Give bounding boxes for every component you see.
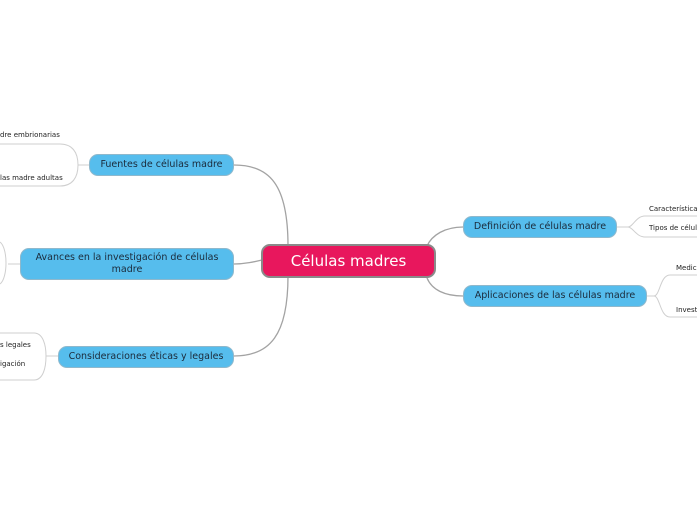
subtopic-aspectos-legales[interactable]: s legales	[0, 341, 31, 349]
subtopic-adultas[interactable]: las madre adultas	[0, 174, 63, 182]
leaf-line-avances	[0, 241, 7, 285]
topic-avances-investigacion[interactable]: Avances en la investigación de células m…	[20, 248, 234, 280]
topic-definicion-label: Definición de células madre	[473, 221, 607, 233]
subtopic-tipos-de-celulas[interactable]: Tipos de célul	[649, 224, 697, 232]
central-topic-node[interactable]: Células madres	[261, 244, 436, 278]
subtopic-embrionarias-label: dre embrionarias	[0, 131, 60, 139]
topic-consideraciones-eticas[interactable]: Consideraciones éticas y legales	[58, 346, 234, 368]
subtopic-investigacion[interactable]: igación	[0, 360, 25, 368]
subtopic-embrionarias[interactable]: dre embrionarias	[0, 131, 60, 139]
leaf-line-aplicaciones-1	[647, 274, 697, 297]
subtopic-aspectos-legales-label: s legales	[0, 341, 31, 349]
topic-avances-label: Avances en la investigación de células m…	[35, 252, 219, 275]
topic-aplicaciones-de-celulas-madre[interactable]: Aplicaciones de las células madre	[463, 285, 647, 307]
leaf-line-aplicaciones-2	[653, 295, 697, 318]
subtopic-investigacion-aplicada[interactable]: Invest	[676, 306, 697, 314]
leaf-line-fuentes-2	[0, 164, 89, 187]
topic-fuentes-label: Fuentes de células madre	[100, 159, 223, 171]
leaf-line-consideraciones-2	[0, 355, 58, 381]
topic-fuentes-de-celulas-madre[interactable]: Fuentes de células madre	[89, 154, 234, 176]
subtopic-investigacion-label: igación	[0, 360, 26, 368]
subtopic-caracteristicas[interactable]: Característica	[649, 205, 697, 213]
connector-central-definicion	[426, 226, 464, 247]
subtopic-caracteristicas-label: Característica	[649, 205, 697, 213]
connector-central-consideraciones	[233, 275, 289, 357]
topic-consideraciones-label: Consideraciones éticas y legales	[68, 351, 224, 363]
connector-central-fuentes	[233, 164, 289, 247]
central-topic-label: Células madres	[290, 252, 407, 270]
subtopic-medicina-label: Medici	[676, 264, 697, 272]
subtopic-tipos-label: Tipos de célul	[649, 224, 697, 232]
topic-aplicaciones-label: Aplicaciones de las células madre	[474, 290, 636, 302]
leaf-line-definicion-2	[627, 226, 697, 238]
leaf-line-fuentes-1	[0, 143, 79, 166]
subtopic-adultas-label: las madre adultas	[0, 174, 63, 182]
connector-central-aplicaciones	[426, 277, 464, 297]
subtopic-investigacion-aplicada-label: Invest	[676, 306, 697, 314]
leaf-line-consideraciones-1	[0, 332, 47, 357]
topic-definicion-de-celulas-madre[interactable]: Definición de células madre	[463, 216, 617, 238]
subtopic-medicina[interactable]: Medici	[676, 264, 697, 272]
